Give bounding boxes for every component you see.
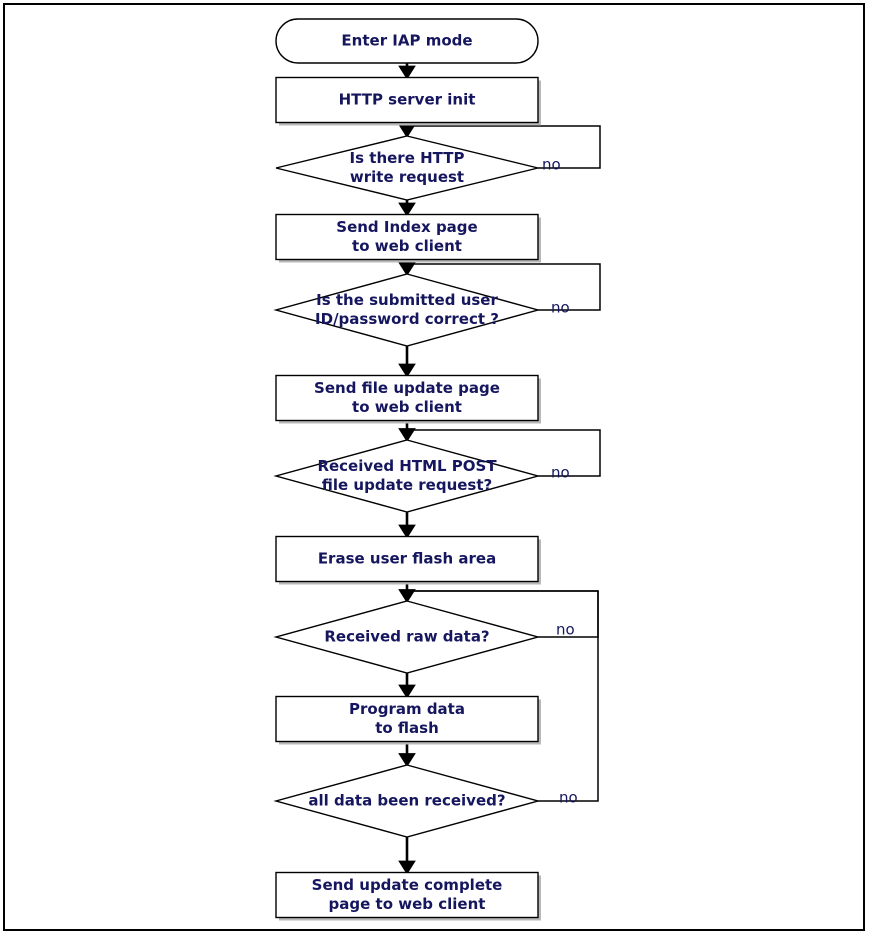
branch-label-no: no <box>551 299 570 317</box>
branch-label-no: no <box>542 156 561 174</box>
no-branch-loopback <box>407 590 599 802</box>
node-label: page to web client <box>329 895 486 913</box>
node-terminator: Enter IAP mode <box>275 18 539 64</box>
node-process: Erase user flash area <box>275 535 541 585</box>
node-label: Send update complete <box>312 876 503 894</box>
node-label: all data been received? <box>308 792 505 810</box>
edge-layer <box>398 63 601 875</box>
node-decision: all data been received? <box>273 764 541 838</box>
branch-label-no: no <box>556 621 575 639</box>
node-label: Enter IAP mode <box>341 32 472 50</box>
node-label: Is the submitted user <box>316 291 498 309</box>
branch-label-no: no <box>551 464 570 482</box>
node-label: to web client <box>352 237 462 255</box>
no-branch-loopback <box>407 125 601 169</box>
no-branch-loopback <box>407 429 601 477</box>
node-label: Send Index page <box>336 218 477 236</box>
node-process: HTTP server init <box>275 76 541 126</box>
node-label: Is there HTTP <box>350 149 465 167</box>
node-label: to flash <box>375 719 439 737</box>
branch-label-layer: no no no no no <box>542 156 578 807</box>
node-label: Received HTML POST <box>317 457 497 475</box>
node-label: HTTP server init <box>339 91 476 109</box>
no-branch-loopback <box>407 263 601 311</box>
branch-label-no: no <box>559 789 578 807</box>
node-label: Send file update page <box>314 379 500 397</box>
node-label: to web client <box>352 398 462 416</box>
node-label: file update request? <box>322 476 492 494</box>
node-label: Erase user flash area <box>318 550 496 568</box>
node-label: Received raw data? <box>324 628 489 646</box>
node-label: ID/password correct ? <box>315 310 499 328</box>
node-decision: Received raw data? <box>273 600 541 674</box>
node-label: write request <box>350 168 464 186</box>
node-label: Program data <box>349 700 465 718</box>
